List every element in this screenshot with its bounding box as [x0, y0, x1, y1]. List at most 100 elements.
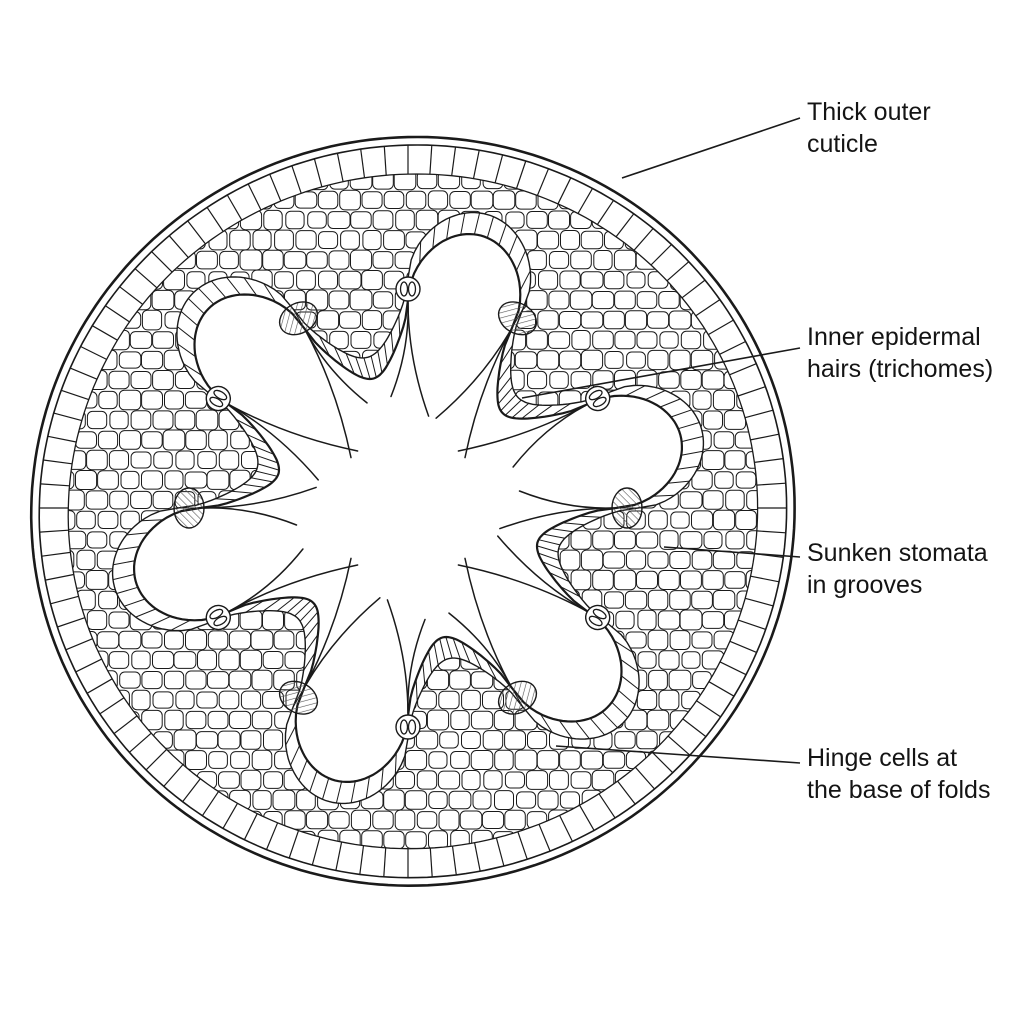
mesophyll-cell: [68, 510, 76, 530]
label-line: Sunken stomata: [807, 539, 988, 567]
mesophyll-cell: [526, 211, 548, 229]
mesophyll-cell: [339, 829, 361, 849]
mesophyll-cell: [383, 190, 405, 209]
mesophyll-cell: [570, 250, 592, 270]
inner-epidermis-cell-wall: [304, 634, 319, 653]
mesophyll-cell: [262, 249, 284, 271]
mesophyll-cell: [635, 531, 659, 549]
inner-epidermis-cell-wall: [644, 390, 666, 401]
mesophyll-cell: [668, 669, 692, 691]
inner-epidermis-cell-wall: [539, 713, 553, 733]
mesophyll-cell: [97, 310, 119, 330]
mesophyll-cell: [624, 590, 648, 610]
trichome-hair: [435, 329, 512, 419]
mesophyll-cell: [141, 709, 163, 731]
mesophyll-cell: [703, 330, 723, 350]
mesophyll-cell: [75, 470, 98, 490]
mesophyll-cell: [504, 730, 527, 750]
trichome-hair: [497, 535, 587, 612]
mesophyll-cell: [130, 490, 152, 509]
mesophyll-cell: [340, 230, 360, 250]
cuticle-outer-line: [29, 135, 796, 888]
mesophyll-cell: [438, 851, 459, 870]
mesophyll-cell: [560, 230, 580, 250]
mesophyll-cell: [681, 651, 701, 669]
trichome-hair: [304, 597, 381, 687]
mesophyll-cell: [405, 190, 427, 210]
inner-epidermis-cell-wall: [251, 477, 273, 483]
mesophyll-cell: [98, 670, 118, 690]
epidermis-cell-wall: [383, 847, 387, 877]
inner-epidermis-cell-wall: [180, 311, 199, 327]
inner-epidermis-cell-wall: [551, 403, 571, 416]
mesophyll-cell: [218, 210, 240, 230]
mesophyll-cell: [272, 829, 296, 849]
inner-epidermis-cell-wall: [303, 651, 316, 671]
epidermis-cell-wall: [729, 363, 757, 376]
epidermis-cell-wall: [557, 177, 572, 205]
mesophyll-cell: [580, 349, 604, 371]
label-hinge-cells: Hinge cells at the base of folds: [807, 742, 990, 806]
inner-epidermis-cell-wall: [460, 213, 466, 235]
inner-epidermis-cell-wall: [285, 725, 297, 746]
stomata-leader-line: [663, 546, 801, 558]
inner-epidermis-cell-wall: [298, 759, 308, 781]
mesophyll-cell: [504, 771, 525, 789]
inner-epidermis-cell-wall: [398, 315, 401, 338]
trichome-hair: [202, 507, 298, 526]
mesophyll-cell: [108, 651, 130, 669]
mesophyll-cell: [679, 609, 703, 631]
mesophyll-cell: [207, 710, 229, 730]
mesophyll-cell: [338, 270, 362, 290]
epidermis-cell-wall: [145, 748, 168, 771]
epidermis-cell-wall: [39, 529, 69, 533]
mesophyll-cell: [361, 270, 383, 291]
epidermis-cell-wall: [247, 183, 262, 211]
mesophyll-cell: [712, 389, 736, 411]
mesophyll-cell: [86, 531, 108, 549]
mesophyll-cell: [109, 410, 129, 430]
inner-epidermis-cell-wall: [678, 422, 700, 430]
inner-epidermis-cell-wall: [578, 515, 601, 518]
mesophyll-cell: [252, 790, 272, 810]
inner-epidermis-cell-wall: [198, 287, 215, 305]
mesophyll-cell: [98, 590, 118, 610]
epidermis-cell-wall: [596, 200, 614, 225]
mesophyll-cell: [118, 311, 142, 329]
epidermis-cell-wall: [451, 846, 457, 875]
mesophyll-cell: [228, 710, 252, 730]
epidermis-cell-wall: [40, 483, 70, 487]
epidermis-cell-wall: [696, 700, 721, 718]
epidermis-cell-wall: [559, 815, 573, 842]
mesophyll-cell: [527, 731, 548, 750]
mesophyll-cell: [393, 174, 417, 191]
mesophyll-cell: [614, 330, 636, 350]
mesophyll-cell: [217, 730, 241, 750]
epidermis-cell-wall: [754, 458, 784, 463]
inner-epidermis-cell-wall: [428, 651, 433, 673]
mesophyll-cell: [251, 749, 273, 771]
label-line: Thick outer: [807, 98, 931, 126]
mesophyll-cell: [437, 174, 461, 190]
mesophyll-cell: [636, 690, 658, 710]
inner-epidermis-cell-wall: [333, 346, 344, 368]
mesophyll-cell: [272, 789, 296, 811]
epidermis-cell-wall: [682, 718, 707, 738]
inner-epidermis-cell-wall: [497, 363, 512, 382]
mesophyll-cell: [263, 729, 284, 751]
epidermis-cell-wall: [99, 697, 125, 715]
mesophyll-cell: [197, 649, 217, 671]
mesophyll-cell: [240, 769, 262, 791]
inner-epidermis-cell-wall: [500, 394, 517, 412]
mesophyll-cell: [196, 691, 218, 709]
mesophyll-cell: [679, 491, 703, 509]
inner-epidermis-cell-wall: [485, 659, 497, 680]
inner-epidermis-cell-wall: [290, 744, 301, 766]
mesophyll-cell: [472, 790, 492, 810]
inner-epidermis-cell-wall: [562, 522, 585, 526]
mesophyll-cell: [196, 771, 218, 789]
epidermis-cell-wall: [617, 780, 636, 805]
stoma: [585, 604, 611, 631]
inner-epidermis-cell-wall: [415, 678, 418, 701]
